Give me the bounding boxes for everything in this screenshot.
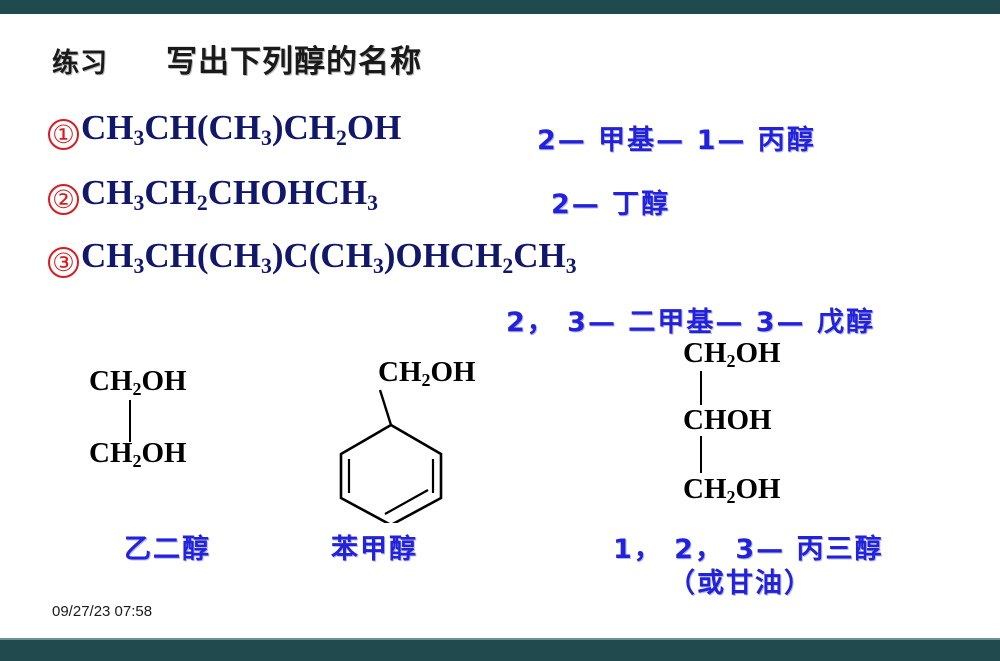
slide-timestamp: 09/27/23 07:58 <box>52 603 153 620</box>
question-formula-1: CH3CH(CH3)CH2OH <box>81 108 402 151</box>
answer-text-1: 2— 甲基— 1— 丙醇 <box>537 125 816 156</box>
question-row-3: ③ CH3CH(CH3)C(CH3)OHCH2CH3 <box>48 236 577 279</box>
bottom-rule-line <box>0 638 1000 640</box>
page-title: 练习 写出下列醇的名称 <box>52 36 422 81</box>
top-decorative-bar <box>0 0 1000 14</box>
structure-glycerol-bond-2 <box>700 436 702 473</box>
structure-glycerol-atom-3: CH2OH <box>683 473 781 508</box>
title-exercise-label: 练习 <box>52 48 108 79</box>
question-marker-2: ② <box>48 184 79 215</box>
structure-label-glycerol: 1， 2， 3— 丙三醇 <box>613 534 884 565</box>
title-main-text: 写出下列醇的名称 <box>166 44 422 80</box>
structure-glycerol-atom-1: CH2OH <box>683 337 781 372</box>
question-marker-1: ① <box>48 119 79 150</box>
structure-label-benzyl-alcohol: 苯甲醇 <box>331 534 418 565</box>
answer-text-2: 2— 丁醇 <box>551 189 671 220</box>
question-formula-2: CH3CH2CHOHCH3 <box>81 173 378 216</box>
structure-label-glycerol-alt: （或甘油） <box>668 568 813 599</box>
bottom-decorative-bar <box>0 640 1000 661</box>
question-row-1: ① CH3CH(CH3)CH2OH <box>48 108 402 151</box>
structure-ethylene-glycol-bond <box>129 400 131 442</box>
structure-glycerol-bond-1 <box>700 371 702 405</box>
structure-benzyl-alcohol-atom: CH2OH <box>378 356 476 391</box>
structure-glycerol-atom-2: CHOH <box>683 404 772 436</box>
structure-label-ethylene-glycol: 乙二醇 <box>124 534 211 565</box>
benzene-ring-icon <box>339 389 443 523</box>
answer-text-3: 2， 3— 二甲基— 3— 戊醇 <box>506 307 875 338</box>
question-row-2: ② CH3CH2CHOHCH3 <box>48 173 378 216</box>
question-formula-3: CH3CH(CH3)C(CH3)OHCH2CH3 <box>81 236 577 279</box>
question-marker-3: ③ <box>48 247 79 278</box>
structure-ethylene-glycol-atom-top: CH2OH <box>89 365 187 400</box>
structure-ethylene-glycol-atom-bottom: CH2OH <box>89 437 187 472</box>
